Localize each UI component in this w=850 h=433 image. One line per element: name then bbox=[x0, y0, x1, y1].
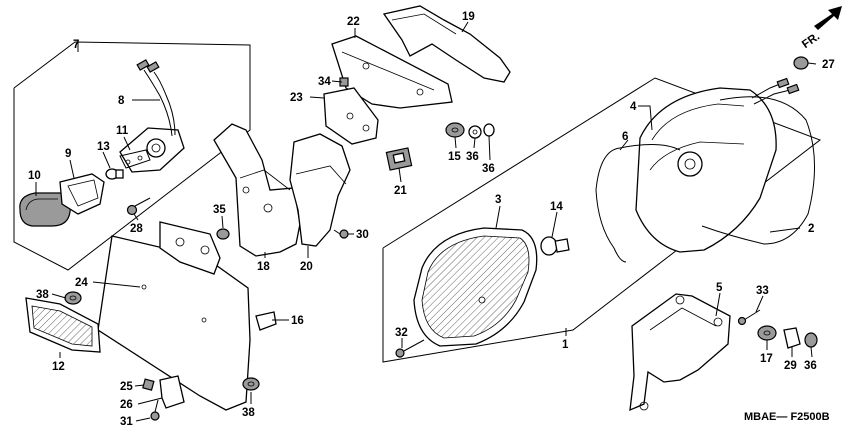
callout-23: 23 bbox=[290, 92, 303, 104]
grommet-15 bbox=[445, 122, 465, 138]
screw-32 bbox=[395, 339, 425, 358]
tail-light-seal bbox=[701, 96, 815, 245]
front-direction-label: FR. bbox=[800, 31, 822, 51]
license-light-lens bbox=[19, 192, 71, 227]
callout-32: 32 bbox=[395, 327, 408, 339]
nut-36-lower bbox=[804, 332, 818, 348]
screw-33 bbox=[737, 309, 761, 326]
collar-29 bbox=[783, 327, 801, 349]
group-frame-7 bbox=[13, 41, 251, 271]
front-arrow-icon bbox=[814, 6, 842, 30]
tail-light-wire-connector bbox=[751, 77, 800, 105]
tail-light-bracket bbox=[629, 293, 731, 412]
screw-28 bbox=[126, 197, 151, 216]
callout-15: 15 bbox=[448, 151, 461, 163]
callout-labels: 7 8 11 13 9 10 28 24 38 12 16 25 26 31 3… bbox=[28, 11, 835, 428]
callout-13: 13 bbox=[97, 141, 110, 153]
callout-36-lower: 36 bbox=[804, 360, 817, 372]
leader-lines bbox=[35, 21, 817, 422]
callout-10: 10 bbox=[28, 170, 41, 182]
license-plate-bracket bbox=[97, 221, 251, 411]
callout-28: 28 bbox=[130, 223, 143, 235]
grommet-35 bbox=[216, 228, 230, 240]
callout-12: 12 bbox=[52, 361, 65, 373]
callout-38-upper: 38 bbox=[36, 289, 49, 301]
callout-18: 18 bbox=[257, 261, 270, 273]
callout-6: 6 bbox=[622, 131, 628, 143]
license-light-bulb bbox=[105, 168, 124, 180]
callout-7: 7 bbox=[73, 39, 79, 51]
callout-16: 16 bbox=[291, 315, 304, 327]
fender-liner bbox=[289, 133, 351, 247]
grommet-27 bbox=[793, 56, 809, 70]
rear-reflector bbox=[25, 297, 101, 353]
license-light-wire bbox=[136, 59, 176, 137]
license-light-base bbox=[119, 127, 185, 173]
callout-24: 24 bbox=[75, 277, 88, 289]
callout-34: 34 bbox=[318, 76, 331, 88]
connector-21 bbox=[385, 147, 413, 171]
bracket-23 bbox=[323, 87, 379, 145]
bracket-26 bbox=[159, 375, 185, 409]
clip-16 bbox=[255, 311, 277, 331]
collar-37 bbox=[468, 125, 482, 139]
license-light-socket bbox=[59, 173, 105, 215]
callout-38-lower: 38 bbox=[242, 407, 255, 419]
tail-light-housing bbox=[635, 87, 777, 253]
grommet-38-lower bbox=[242, 377, 260, 391]
grommet-38-upper bbox=[64, 291, 82, 305]
grommet-17 bbox=[757, 325, 777, 341]
callout-25: 25 bbox=[120, 381, 133, 393]
callout-1: 1 bbox=[562, 339, 569, 351]
callout-8: 8 bbox=[118, 95, 125, 107]
tail-light-gasket bbox=[595, 144, 681, 263]
callout-27: 27 bbox=[822, 59, 835, 71]
callout-9: 9 bbox=[65, 148, 71, 160]
callout-14: 14 bbox=[550, 201, 563, 213]
screw-31 bbox=[150, 399, 160, 421]
callout-33: 33 bbox=[756, 285, 769, 297]
tail-light-lens bbox=[413, 227, 538, 347]
callout-37: 36 bbox=[466, 151, 479, 163]
callout-21: 21 bbox=[394, 185, 407, 197]
callout-26: 26 bbox=[120, 399, 133, 411]
callout-29: 29 bbox=[784, 360, 797, 372]
callout-5: 5 bbox=[716, 282, 723, 294]
tail-light-bulb bbox=[540, 236, 570, 256]
cover-19 bbox=[382, 5, 511, 83]
callout-17: 17 bbox=[760, 353, 773, 365]
nut-25 bbox=[142, 378, 155, 391]
callout-30: 30 bbox=[356, 229, 369, 241]
callout-11: 11 bbox=[116, 125, 129, 137]
bolt-30 bbox=[333, 229, 349, 239]
callout-36-upper: 36 bbox=[482, 163, 495, 175]
callout-22: 22 bbox=[347, 16, 360, 28]
callout-3: 3 bbox=[495, 194, 501, 206]
nut-36-upper bbox=[483, 123, 495, 137]
callout-19: 19 bbox=[462, 11, 475, 23]
callout-4: 4 bbox=[630, 101, 637, 113]
callout-2: 2 bbox=[808, 223, 814, 235]
callout-20: 20 bbox=[300, 261, 313, 273]
callout-35: 35 bbox=[213, 204, 226, 216]
diagram-code: MBAE— F2500B bbox=[744, 411, 830, 423]
callout-31: 31 bbox=[120, 416, 133, 428]
